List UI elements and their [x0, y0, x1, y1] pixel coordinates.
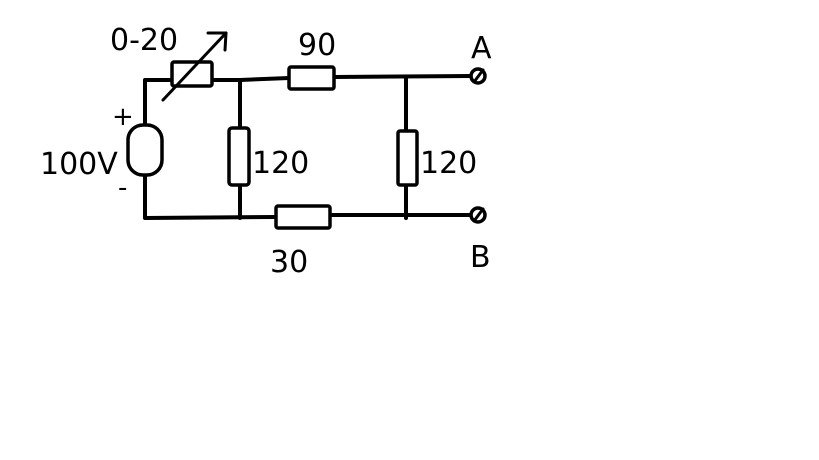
label-source-plus: +: [112, 102, 134, 132]
label-r30: 30: [270, 245, 308, 280]
resistor-120-middle: [227, 126, 251, 187]
terminal-a-mark: [472, 68, 485, 84]
label-terminal-a: A: [471, 31, 492, 66]
wire-left-top: [143, 78, 174, 129]
resistor-30: [274, 204, 332, 230]
wire-r90-to-a: [332, 74, 474, 79]
label-terminal-b: B: [470, 240, 491, 275]
voltage-source: [126, 123, 164, 177]
label-r120-right: 120: [420, 146, 477, 181]
label-rheostat: 0-20: [110, 23, 178, 58]
rheostat-arrow-head: [206, 31, 228, 52]
terminal-b-mark: [472, 207, 485, 223]
rheostat: [161, 31, 228, 102]
wires: [143, 74, 474, 220]
label-r90: 90: [298, 28, 336, 63]
label-source-voltage: 100V: [40, 147, 118, 182]
resistor-90: [287, 65, 336, 91]
wire-left-bottom: [143, 170, 278, 220]
resistor-120-right: [396, 129, 419, 187]
label-source-minus: -: [118, 173, 127, 203]
label-r120-middle: 120: [252, 146, 309, 181]
rheostat-arrow-line: [161, 31, 228, 102]
wire-node-to-r90: [238, 76, 291, 82]
